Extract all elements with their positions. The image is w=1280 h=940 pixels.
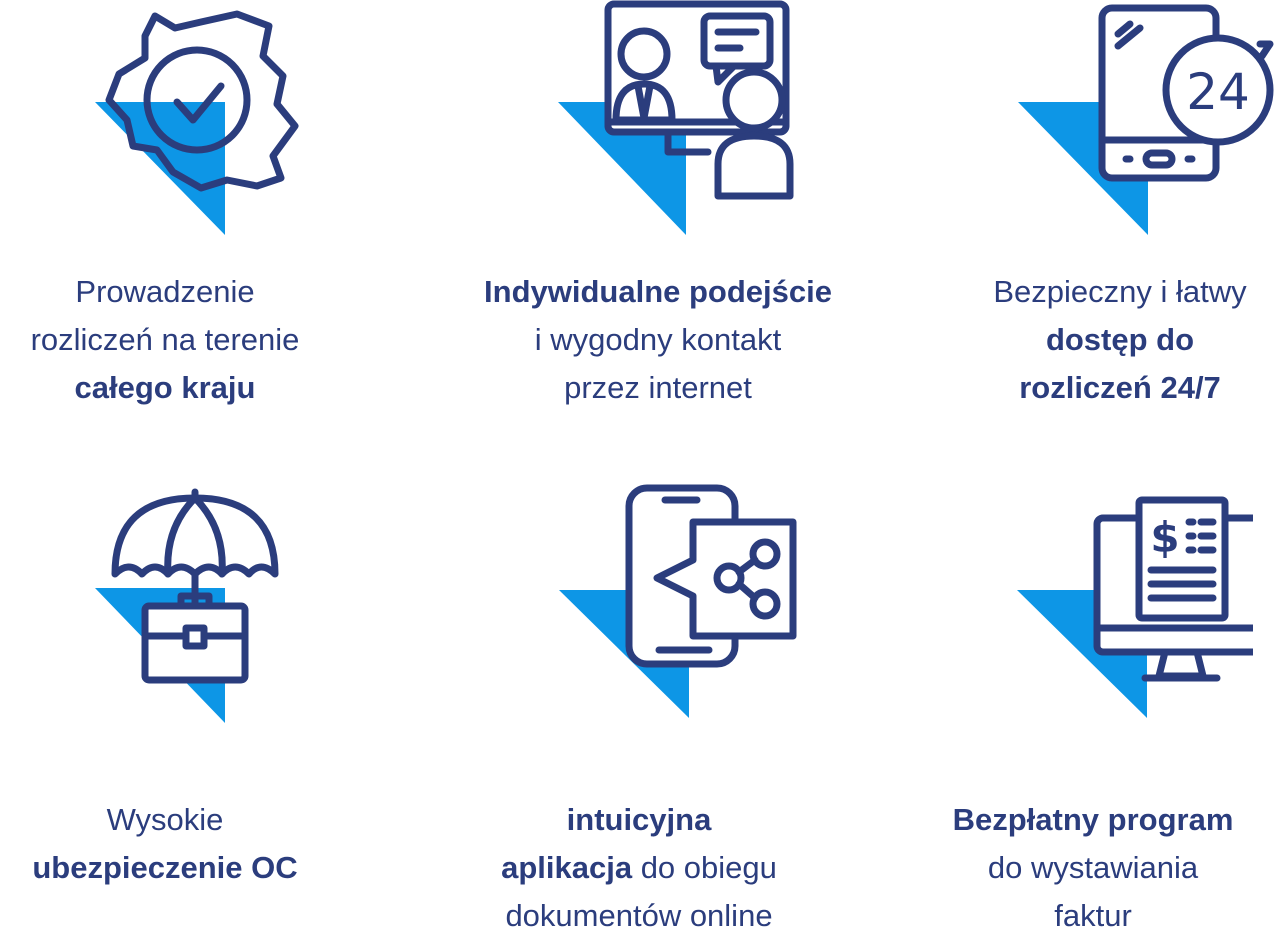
caption-line: aplikacja do obiegu: [429, 844, 849, 892]
caption-text: Bezpieczny i łatwy: [993, 274, 1247, 309]
feature-individual-approach: Indywidualne podejście i wygodny kontakt p…: [448, 0, 868, 445]
caption-line: dostęp do: [910, 316, 1280, 364]
caption-bold-text: intuicyjna: [566, 802, 712, 837]
caption-line: całego kraju: [0, 364, 375, 412]
caption-bold-text: ubezpieczenie OC: [32, 850, 298, 885]
feature-nationwide: Prowadzenie rozliczeń na terenie całego kr…: [0, 0, 375, 445]
phone-24-hours-icon: 24: [960, 0, 1280, 245]
caption-text: rozliczeń na terenie: [30, 322, 300, 357]
poland-map-check-icon: [5, 0, 325, 245]
caption-text: Prowadzenie: [75, 274, 255, 309]
caption-line: intuicyjna: [429, 796, 849, 844]
caption-line: Indywidualne podejście: [448, 268, 868, 316]
feature-caption: Wysokie ubezpieczenie OC: [0, 796, 375, 892]
caption-line: dokumentów online: [429, 892, 849, 940]
caption-line: Wysokie: [0, 796, 375, 844]
caption-bold-text: całego kraju: [74, 370, 256, 405]
caption-line: rozliczeń na terenie: [0, 316, 375, 364]
feature-app: intuicyjna aplikacja do obiegu dokumentów …: [429, 478, 849, 933]
caption-text: do obiegu: [632, 850, 777, 885]
caption-text: przez internet: [564, 370, 752, 405]
invoice-monitor-icon: $: [933, 478, 1253, 723]
svg-text:$: $: [1150, 513, 1179, 562]
caption-line: do wystawiania: [883, 844, 1280, 892]
feature-caption: Prowadzenie rozliczeń na terenie całego kr…: [0, 268, 375, 412]
caption-line: przez internet: [448, 364, 868, 412]
caption-text: Wysokie: [106, 802, 224, 837]
caption-line: ubezpieczenie OC: [0, 844, 375, 892]
caption-line: rozliczeń 24/7: [910, 364, 1280, 412]
caption-line: Bezpłatny program: [883, 796, 1280, 844]
feature-insurance: Wysokie ubezpieczenie OC: [0, 478, 375, 923]
svg-text:24: 24: [1186, 63, 1250, 121]
caption-text: faktur: [1054, 898, 1132, 933]
caption-bold-text: Indywidualne podejście: [484, 274, 832, 309]
caption-bold-text: dostęp do: [1045, 322, 1195, 357]
caption-bold-text: rozliczeń 24/7: [1019, 370, 1221, 405]
feature-access-24-7: 24 Bezpieczny i łatwy dostęp do rozliczeń …: [910, 0, 1280, 445]
caption-line: Prowadzenie: [0, 268, 375, 316]
phone-share-icon: [479, 478, 799, 723]
caption-line: i wygodny kontakt: [448, 316, 868, 364]
caption-bold-text: Bezpłatny program: [952, 802, 1234, 837]
feature-caption: Bezpłatny program do wystawiania faktur: [883, 796, 1280, 940]
caption-text: dokumentów online: [505, 898, 773, 933]
feature-caption: intuicyjna aplikacja do obiegu dokumentów …: [429, 796, 849, 940]
video-call-chat-icon: [498, 0, 818, 245]
feature-caption: Bezpieczny i łatwy dostęp do rozliczeń 24/…: [910, 268, 1280, 412]
umbrella-briefcase-icon: [5, 478, 325, 723]
caption-line: Bezpieczny i łatwy: [910, 268, 1280, 316]
caption-line: faktur: [883, 892, 1280, 940]
feature-invoicing: $ Bezpłatny program do wystawiania faktur: [883, 478, 1280, 933]
caption-bold-text: aplikacja: [501, 850, 633, 885]
feature-caption: Indywidualne podejście i wygodny kontakt p…: [448, 268, 868, 412]
caption-text: do wystawiania: [987, 850, 1199, 885]
caption-text: i wygodny kontakt: [534, 322, 782, 357]
